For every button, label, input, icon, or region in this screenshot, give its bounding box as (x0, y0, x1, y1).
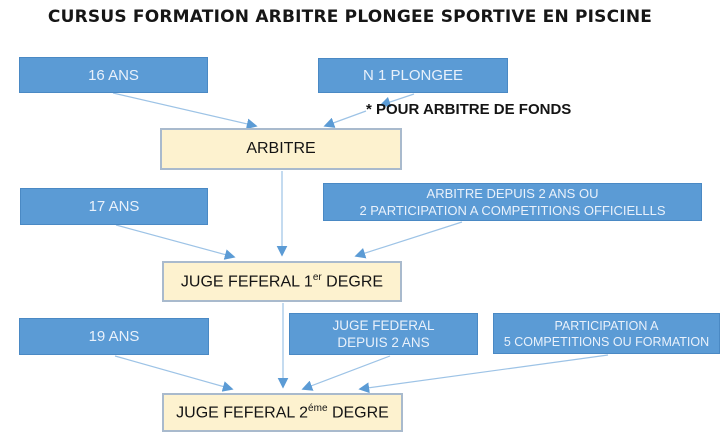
box-arbitre-depuis-2-ans: ARBITRE DEPUIS 2 ANS OU 2 PARTICIPATION … (323, 183, 702, 221)
box-juge-federal-2eme-degre: JUGE FEFERAL 2éme DEGRE (162, 393, 403, 432)
page-title: CURSUS FORMATION ARBITRE PLONGEE SPORTIV… (47, 7, 653, 27)
box-juge1-label: JUGE FEFERAL 1er DEGRE (180, 271, 384, 291)
box-arbitre-depuis-line2: 2 PARTICIPATION A COMPETITIONS OFFICIELL… (359, 203, 666, 218)
arrow-arbitredepuis-to-juge1 (354, 221, 463, 259)
box-juge1-superscript: er (312, 271, 322, 283)
box-16-ans: 16 ANS (19, 57, 208, 93)
box-n1-plongee-label: N 1 PLONGEE (362, 67, 464, 84)
box-arbitre-depuis-line1: ARBITRE DEPUIS 2 ANS OU (426, 186, 599, 201)
arrow-jugefederal2ans-to-juge2 (301, 355, 391, 391)
box-juge2-label: JUGE FEFERAL 2éme DEGRE (176, 402, 389, 422)
arrow-n1plongee-to-footnote (379, 93, 415, 108)
box-arbitre-label: ARBITRE (246, 140, 316, 157)
arrow-footnote-to-arbitre (323, 110, 367, 128)
arrow-17ans-to-juge1 (115, 224, 236, 260)
box-juge-federal-depuis-2-ans: JUGE FEDERAL DEPUIS 2 ANS (289, 313, 478, 355)
box-19-ans-label: 19 ANS (88, 328, 140, 345)
box-juge-federal-1er-degre: JUGE FEFERAL 1er DEGRE (162, 261, 402, 302)
box-n1-plongee: N 1 PLONGEE (318, 58, 508, 93)
arrow-19ans-to-juge2 (114, 355, 234, 392)
box-arbitre: ARBITRE (160, 128, 402, 170)
box-juge2-superscript: éme (308, 402, 328, 414)
box-19-ans: 19 ANS (19, 318, 209, 355)
box-juge-federal-depuis-line1: JUGE FEDERAL (332, 318, 435, 333)
box-17-ans-label: 17 ANS (88, 198, 140, 215)
arrow-16ans-to-arbitre (112, 92, 258, 130)
box-participation-line2: 5 COMPETITIONS OU FORMATION (503, 334, 710, 349)
box-participation-5-competitions: PARTICIPATION A 5 COMPETITIONS OU FORMAT… (493, 313, 720, 354)
footnote-pour-arbitre-de-fonds: * POUR ARBITRE DE FONDS (366, 101, 572, 118)
arrow-participation-to-juge2 (358, 354, 609, 394)
box-16-ans-label: 16 ANS (88, 66, 139, 84)
box-juge-federal-depuis-line2: DEPUIS 2 ANS (337, 335, 430, 350)
box-17-ans: 17 ANS (20, 188, 208, 225)
box-participation-line1: PARTICIPATION A (554, 318, 659, 333)
